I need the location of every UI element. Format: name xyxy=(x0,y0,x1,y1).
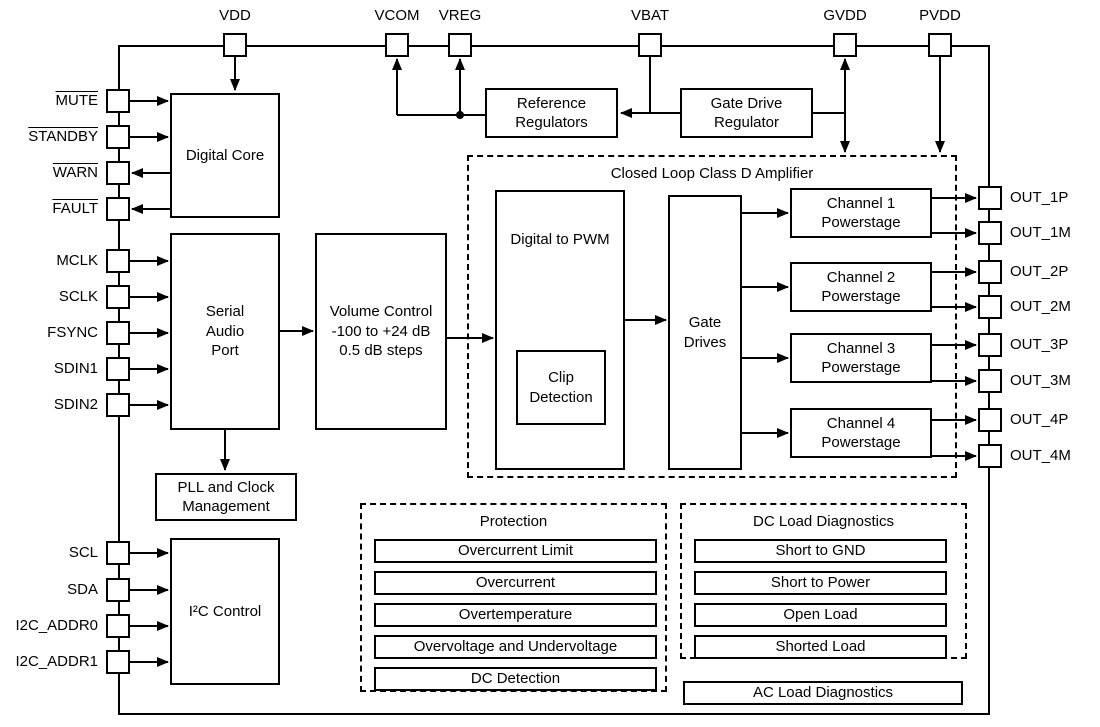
wires xyxy=(130,57,977,667)
protection-item-overtemperature: Overtemperature xyxy=(374,603,657,627)
pin-vreg xyxy=(448,33,472,57)
block-gate-drives: Gate Drives xyxy=(668,195,742,470)
pin-label-standby: STANDBY xyxy=(28,128,98,145)
pin-out-2p xyxy=(978,260,1002,284)
pin-label-i2c-addr0: I2C_ADDR0 xyxy=(15,617,98,634)
block-pll-clock-management: PLL and Clock Management xyxy=(155,473,297,521)
block-i2c-control: I²C Control xyxy=(170,538,280,685)
pin-i2c-addr0 xyxy=(106,614,130,638)
pin-out-4p xyxy=(978,408,1002,432)
pin-label-out-2m: OUT_2M xyxy=(1010,298,1071,315)
pin-label-warn: WARN xyxy=(52,164,98,181)
pin-fault xyxy=(106,197,130,221)
block-volume-control: Volume Control -100 to +24 dB 0.5 dB ste… xyxy=(315,233,447,430)
protection-item-overcurrent: Overcurrent xyxy=(374,571,657,595)
pin-scl xyxy=(106,541,130,565)
dc-diag-item-short-to-power: Short to Power xyxy=(694,571,947,595)
pin-vbat xyxy=(638,33,662,57)
pin-pvdd xyxy=(928,33,952,57)
pin-out-4m xyxy=(978,444,1002,468)
pin-sdin2 xyxy=(106,393,130,417)
pin-warn xyxy=(106,161,130,185)
closed-loop-class-d-region: Closed Loop Class D Amplifier xyxy=(467,155,957,478)
pin-vcom xyxy=(385,33,409,57)
dc-load-diagnostics-region: DC Load Diagnostics Short to GND Short t… xyxy=(680,503,967,659)
pin-out-1p xyxy=(978,186,1002,210)
dc-load-diagnostics-title: DC Load Diagnostics xyxy=(753,513,894,530)
dc-diag-item-shorted-load: Shorted Load xyxy=(694,635,947,659)
pin-label-i2c-addr1: I2C_ADDR1 xyxy=(15,653,98,670)
pin-out-2m xyxy=(978,295,1002,319)
pin-standby xyxy=(106,125,130,149)
pin-out-3m xyxy=(978,369,1002,393)
protection-region: Protection Overcurrent Limit Overcurrent… xyxy=(360,503,667,692)
pin-mclk xyxy=(106,249,130,273)
pin-label-vreg: VREG xyxy=(438,7,482,24)
pin-out-1m xyxy=(978,221,1002,245)
pin-label-out-2p: OUT_2P xyxy=(1010,263,1069,280)
block-digital-to-pwm: Digital to PWM xyxy=(495,190,625,470)
dc-diag-item-open-load: Open Load xyxy=(694,603,947,627)
block-channel-1-powerstage: Channel 1 Powerstage xyxy=(790,188,932,238)
pin-sclk xyxy=(106,285,130,309)
block-channel-2-powerstage: Channel 2 Powerstage xyxy=(790,262,932,312)
protection-item-dc-detection: DC Detection xyxy=(374,667,657,691)
closed-loop-title: Closed Loop Class D Amplifier xyxy=(610,165,814,182)
block-clip-detection: Clip Detection xyxy=(516,350,606,425)
pin-label-mclk: MCLK xyxy=(56,252,98,269)
pin-i2c-addr1 xyxy=(106,650,130,674)
pin-fsync xyxy=(106,321,130,345)
ac-load-diagnostics: AC Load Diagnostics xyxy=(683,681,963,705)
protection-item-overcurrent-limit: Overcurrent Limit xyxy=(374,539,657,563)
pin-label-sdin2: SDIN2 xyxy=(53,396,98,413)
pin-sdin1 xyxy=(106,357,130,381)
block-channel-4-powerstage: Channel 4 Powerstage xyxy=(790,408,932,458)
pin-label-out-4p: OUT_4P xyxy=(1010,411,1069,428)
pin-label-mute: MUTE xyxy=(55,92,99,109)
dc-diag-item-short-to-gnd: Short to GND xyxy=(694,539,947,563)
pin-label-fault: FAULT xyxy=(52,200,98,217)
block-reference-regulators: Reference Regulators xyxy=(485,88,618,138)
pin-label-out-1m: OUT_1M xyxy=(1010,224,1071,241)
block-gate-drive-regulator: Gate Drive Regulator xyxy=(680,88,813,138)
pin-label-vbat: VBAT xyxy=(630,7,670,24)
pin-label-out-3p: OUT_3P xyxy=(1010,336,1069,353)
pin-label-vcom: VCOM xyxy=(374,7,420,24)
pin-label-out-4m: OUT_4M xyxy=(1010,447,1071,464)
protection-item-overvoltage-undervoltage: Overvoltage and Undervoltage xyxy=(374,635,657,659)
pin-mute xyxy=(106,89,130,113)
block-channel-3-powerstage: Channel 3 Powerstage xyxy=(790,333,932,383)
pin-sda xyxy=(106,578,130,602)
pin-gvdd xyxy=(833,33,857,57)
pin-vdd xyxy=(223,33,247,57)
pin-label-sda: SDA xyxy=(67,581,98,598)
pin-label-sdin1: SDIN1 xyxy=(53,360,98,377)
pin-label-gvdd: GVDD xyxy=(823,7,867,24)
pin-label-vdd: VDD xyxy=(219,7,251,24)
block-serial-audio-port: Serial Audio Port xyxy=(170,233,280,430)
pin-label-out-3m: OUT_3M xyxy=(1010,372,1071,389)
pin-label-out-1p: OUT_1P xyxy=(1010,189,1069,206)
protection-title: Protection xyxy=(479,513,548,530)
pin-label-pvdd: PVDD xyxy=(919,7,961,24)
pin-label-fsync: FSYNC xyxy=(47,324,98,341)
pin-label-sclk: SCLK xyxy=(58,288,98,305)
pin-out-3p xyxy=(978,333,1002,357)
junction-dot xyxy=(456,111,464,119)
pin-label-scl: SCL xyxy=(68,544,98,561)
block-digital-core: Digital Core xyxy=(170,93,280,218)
